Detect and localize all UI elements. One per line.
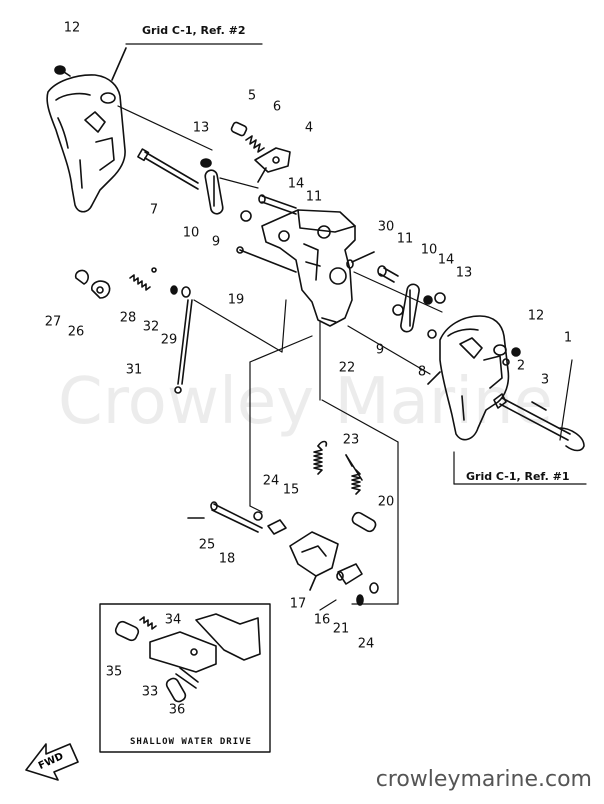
swivel-bracket (261, 209, 356, 327)
part-label: 7 (149, 202, 159, 218)
shallow-water-inset-frame (99, 603, 271, 753)
spring-6 (230, 121, 265, 153)
part-label: 20 (377, 494, 395, 510)
part-label: 12 (63, 20, 81, 36)
part-label: 32 (142, 319, 160, 335)
link-plate-10-left (204, 169, 224, 215)
part-label: 10 (182, 225, 200, 241)
grid-ref-2: Grid C-1, Ref. #2 (142, 24, 246, 37)
part-label: 3 (540, 372, 550, 388)
bolt-11-upper (258, 194, 297, 215)
part-label: 35 (105, 664, 123, 680)
part-label: 9 (211, 234, 221, 250)
nut-13-right (434, 292, 446, 304)
bolt-11-right (377, 265, 399, 283)
part-label: 16 (313, 612, 331, 628)
shift-plate-17 (289, 531, 339, 591)
clip-24-left (253, 511, 263, 521)
site-url[interactable]: crowleymarine.com (375, 767, 592, 792)
part-label: 2 (516, 358, 526, 374)
pin-3 (531, 401, 547, 411)
part-label: 18 (218, 551, 236, 567)
assembly-guide-lines (117, 105, 443, 611)
part-label: 1 (563, 330, 573, 346)
part-label: 31 (125, 362, 143, 378)
washer-9-right (392, 304, 404, 316)
part-label: 29 (160, 332, 178, 348)
part-label: 34 (164, 612, 182, 628)
part-label: 24 (262, 473, 280, 489)
nut-13-top (200, 158, 212, 168)
pin-16 (336, 563, 363, 585)
part-label: 25 (198, 537, 216, 553)
inset-caption: SHALLOW WATER DRIVE (130, 737, 252, 747)
washer-9-left (240, 210, 252, 222)
part-label: 17 (289, 596, 307, 612)
part-label: 14 (287, 176, 305, 192)
bolt-7 (137, 148, 199, 190)
part-label: 12 (527, 308, 545, 324)
part-label: 13 (192, 120, 210, 136)
sleeve-20 (351, 511, 377, 533)
part-label: 26 (67, 324, 85, 340)
link-plate-10-right (400, 283, 420, 333)
left-clamp-bracket (46, 47, 127, 213)
cam-26 (91, 280, 111, 299)
pin-32 (170, 285, 178, 295)
part-label: 4 (304, 120, 314, 136)
part-label: 10 (420, 242, 438, 258)
tilt-lever-4 (254, 147, 291, 183)
right-clamp-bracket (427, 315, 510, 441)
watermark: Crowley Marine (58, 365, 553, 439)
spring-28 (129, 267, 157, 291)
shallow-water-parts (114, 613, 261, 703)
part-label: 6 (272, 99, 282, 115)
pin-18 (210, 501, 263, 533)
part-label: 22 (338, 360, 356, 376)
clip-24-right (369, 582, 379, 594)
part-label: 11 (396, 231, 414, 247)
part-label: 19 (227, 292, 245, 308)
grid-ref-1: Grid C-1, Ref. #1 (466, 470, 570, 483)
clip-21 (356, 594, 364, 606)
washer-2 (502, 358, 510, 366)
rod-19 (236, 246, 297, 273)
part-label: 33 (141, 684, 159, 700)
part-label: 15 (282, 482, 300, 498)
part-label: 28 (119, 310, 137, 326)
bushing-29 (181, 286, 191, 298)
part-label: 21 (332, 621, 350, 637)
fwd-arrow-icon (25, 743, 79, 781)
part-label: 36 (168, 702, 186, 718)
bolt-12-right (511, 347, 521, 357)
part-label: 5 (247, 88, 257, 104)
bolt-30 (346, 251, 375, 269)
part-label: 23 (342, 432, 360, 448)
part-label: 14 (437, 252, 455, 268)
part-label: 27 (44, 314, 62, 330)
knob-27 (74, 269, 89, 285)
part-label: 8 (417, 364, 427, 380)
link-rod-31 (174, 299, 193, 394)
bolt-12-left (54, 65, 71, 77)
part-label: 13 (455, 265, 473, 281)
part-label: 9 (375, 342, 385, 358)
clamp-screw-1 (493, 393, 585, 452)
springs-23 (313, 440, 363, 495)
part-label: 11 (305, 189, 323, 205)
washer-14-right (423, 295, 433, 305)
part-label: 24 (357, 636, 375, 652)
grease-fitting-8 (427, 329, 437, 339)
pin-15 (267, 519, 287, 535)
part-label: 30 (377, 219, 395, 235)
